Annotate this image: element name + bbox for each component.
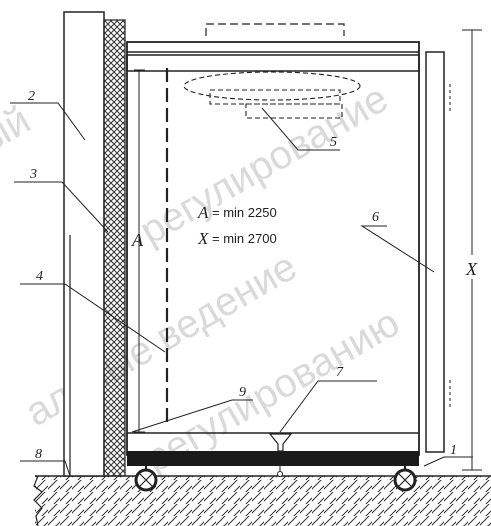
label-5: 5 xyxy=(330,135,337,150)
eq-x-value: = min 2700 xyxy=(212,231,277,246)
label-7: 7 xyxy=(336,365,344,380)
label-4: 4 xyxy=(36,269,43,284)
center-pin-head xyxy=(277,471,283,477)
leader-lines xyxy=(10,102,473,477)
floor-slab xyxy=(35,476,491,526)
label-2: 2 xyxy=(28,89,35,104)
label-6: 6 xyxy=(372,210,379,225)
dimension-a-symbol: A xyxy=(131,230,144,250)
cabin-base xyxy=(127,451,419,466)
dimension-x xyxy=(462,29,482,471)
label-8: 8 xyxy=(35,447,42,462)
label-1: 1 xyxy=(450,443,457,458)
cabin-door-panel xyxy=(425,51,445,453)
left-wheel xyxy=(134,466,158,492)
dimension-equations: A = min 2250 X = min 2700 xyxy=(197,203,277,248)
dimension-x-symbol: X xyxy=(465,259,478,279)
right-wheel xyxy=(393,466,417,492)
cabin-ceiling xyxy=(126,54,420,72)
insulation-layer xyxy=(103,19,126,477)
dimension-x-symbol-bg xyxy=(466,255,480,279)
ceiling-unit xyxy=(183,71,361,119)
dimension-a xyxy=(134,69,145,433)
center-support xyxy=(268,433,293,452)
top-guide-bracket xyxy=(205,23,345,36)
watermark-line-1: ночный xyxy=(0,98,38,205)
eq-x-var: X xyxy=(197,229,209,248)
watermark-line-2: регулирование xyxy=(133,76,396,253)
eq-a-value: = min 2250 xyxy=(212,205,277,220)
eq-a-var: A xyxy=(197,203,209,222)
label-3: 3 xyxy=(29,167,37,182)
floor-break-mark xyxy=(33,475,43,526)
label-9: 9 xyxy=(239,385,246,400)
